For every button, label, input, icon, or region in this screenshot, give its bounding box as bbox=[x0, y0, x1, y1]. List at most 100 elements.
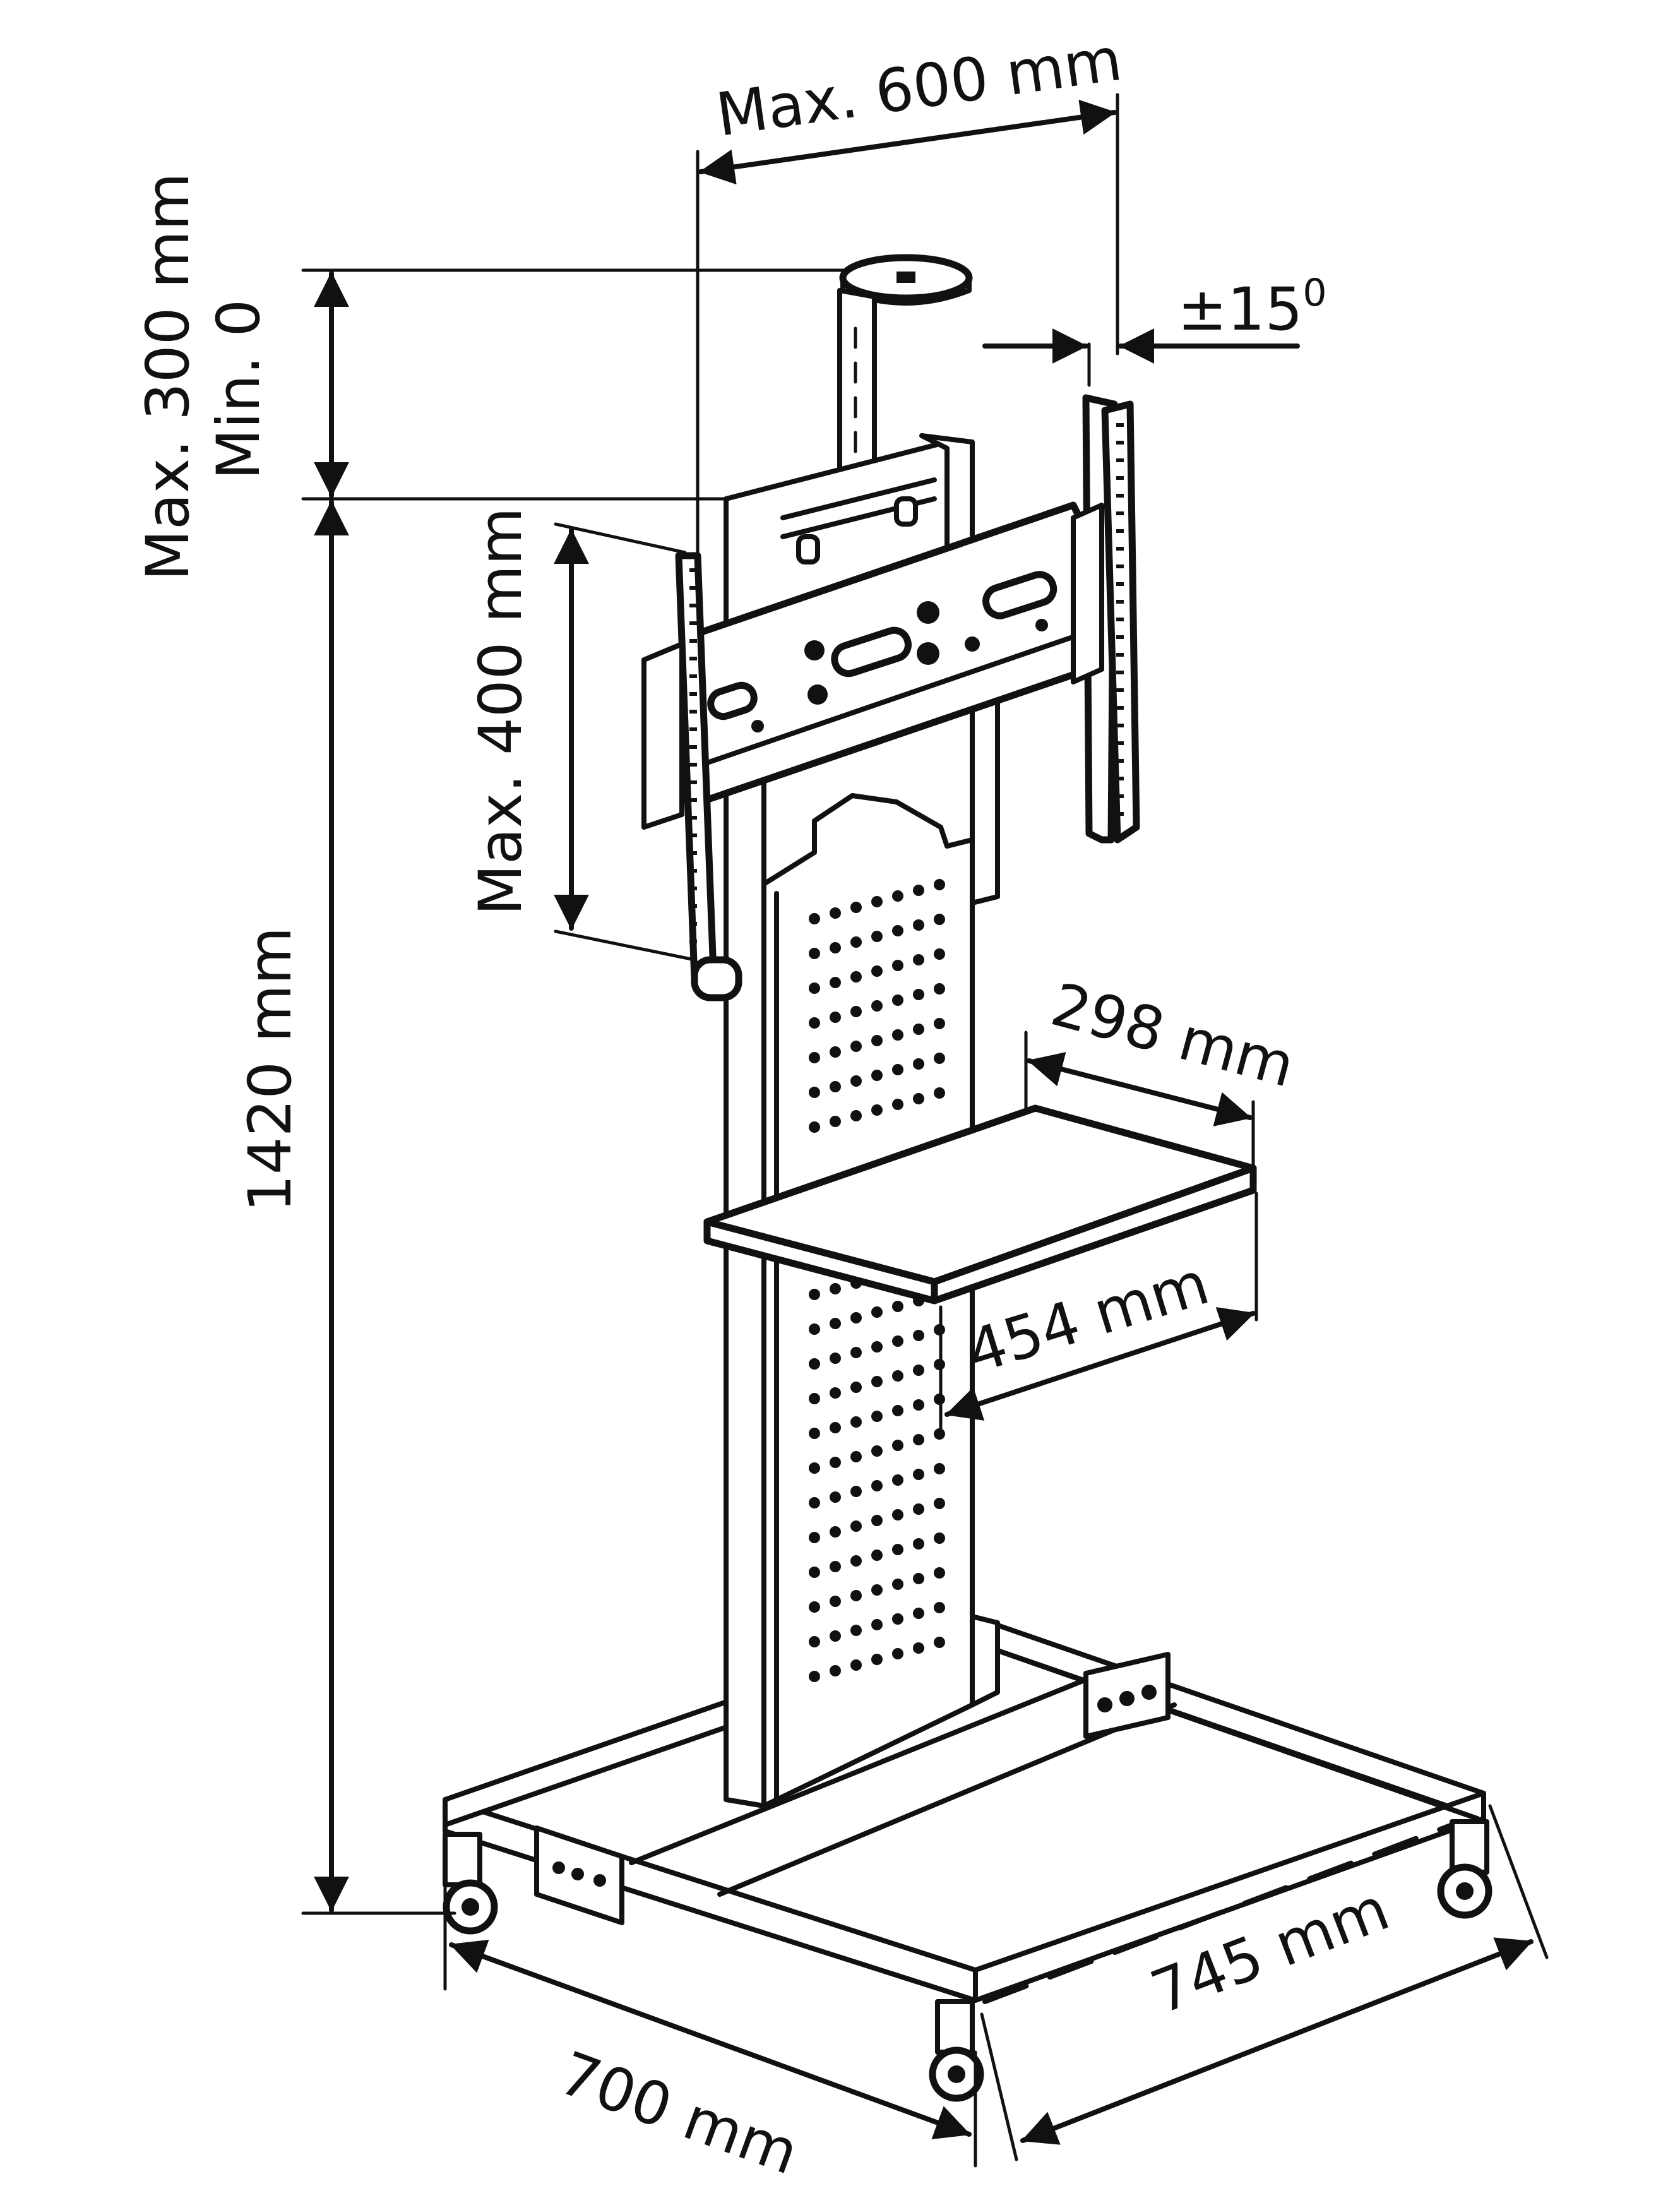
perforation-dot bbox=[892, 1474, 903, 1486]
perforation-dot bbox=[913, 1365, 924, 1376]
arm-tick bbox=[689, 904, 697, 908]
perforation-dot bbox=[892, 1099, 903, 1110]
arm-tick bbox=[689, 922, 697, 926]
arm-tick bbox=[1116, 458, 1124, 462]
perforation-dot bbox=[830, 907, 841, 919]
perforation-dot bbox=[830, 1561, 841, 1572]
perforation-dot bbox=[871, 1550, 883, 1561]
arm-tick bbox=[1116, 741, 1124, 745]
perforation-dot bbox=[892, 1579, 903, 1590]
arm-tick bbox=[1116, 476, 1124, 480]
perforation-dot bbox=[850, 1110, 862, 1121]
perforation-dot bbox=[934, 948, 945, 960]
perforation-dot bbox=[913, 1024, 924, 1035]
perforation-dot bbox=[892, 1613, 903, 1625]
perforation-dot bbox=[892, 1648, 903, 1659]
mount-head bbox=[641, 254, 1140, 1001]
perforation-dot bbox=[850, 936, 862, 948]
arm-tick bbox=[689, 940, 697, 943]
label-298: 298 mm bbox=[1044, 971, 1301, 1101]
perforation-dot bbox=[871, 1376, 883, 1387]
arm-tick bbox=[689, 780, 697, 784]
arm-tick bbox=[1116, 547, 1124, 551]
perforation-dot bbox=[934, 1463, 945, 1474]
perforation-dot bbox=[913, 885, 924, 896]
perforation-dot bbox=[913, 1093, 924, 1104]
arm-tick bbox=[689, 639, 697, 643]
perforation-dot bbox=[830, 1630, 841, 1642]
arm-tick bbox=[1116, 423, 1124, 427]
arm-tick bbox=[689, 568, 697, 572]
arm-tick bbox=[689, 692, 697, 696]
arm-tick bbox=[689, 833, 697, 837]
perforation-dot bbox=[934, 914, 945, 925]
perforation-dot bbox=[809, 1052, 820, 1063]
perforation-dot bbox=[830, 942, 841, 953]
perforation-dot bbox=[809, 1462, 820, 1474]
perforation-dot bbox=[809, 1289, 820, 1300]
label-max-400: Max. 400 mm bbox=[467, 507, 535, 916]
dimension-lines bbox=[301, 93, 1549, 2168]
perforation-dot bbox=[809, 1567, 820, 1578]
perforation-dot bbox=[934, 1567, 945, 1579]
perforation-dot bbox=[850, 1625, 862, 1636]
perforation-dot bbox=[850, 1555, 862, 1567]
perforation-dot bbox=[830, 1283, 841, 1294]
arm-tick bbox=[689, 798, 697, 802]
perforation-dot bbox=[809, 1017, 820, 1029]
arm-tick bbox=[1116, 777, 1124, 780]
perforation-dot bbox=[850, 1451, 862, 1462]
perforation-dot bbox=[871, 1035, 883, 1046]
perforation-dot bbox=[892, 994, 903, 1006]
perforation-dot bbox=[830, 977, 841, 988]
label-min-0: Min. 0 bbox=[205, 299, 273, 480]
perforation-dot bbox=[809, 1532, 820, 1543]
perforation-dot bbox=[830, 1526, 841, 1538]
arm-tick bbox=[689, 745, 697, 749]
perforation-dot bbox=[850, 971, 862, 983]
arm-tick bbox=[1116, 582, 1124, 586]
perforation-dot bbox=[809, 1601, 820, 1613]
perforation-dot bbox=[850, 1520, 862, 1532]
perforation-dot bbox=[871, 1480, 883, 1491]
perforation-dot bbox=[913, 1058, 924, 1070]
caster-front-left bbox=[443, 1832, 498, 1935]
arm-tick bbox=[689, 763, 697, 767]
right-arm-ticks bbox=[1116, 423, 1124, 816]
arm-tick bbox=[689, 816, 697, 820]
perforation-dot bbox=[809, 983, 820, 994]
arm-tick bbox=[1116, 618, 1124, 621]
perforation-dot bbox=[830, 1596, 841, 1607]
perforation-dot bbox=[809, 1497, 820, 1508]
label-tilt: ±150 bbox=[1177, 271, 1327, 344]
perforation-dot bbox=[892, 1301, 903, 1312]
label-1420: 1420 mm bbox=[236, 927, 305, 1212]
label-max-300: Max. 300 mm bbox=[134, 172, 203, 581]
arm-tick bbox=[1116, 706, 1124, 710]
perforation-dot bbox=[850, 1041, 862, 1052]
perforation-dot bbox=[809, 1358, 820, 1370]
arm-tick bbox=[1116, 671, 1124, 674]
perforation-dot bbox=[913, 1399, 924, 1411]
perforation-dot bbox=[871, 1306, 883, 1318]
perforation-dot bbox=[934, 879, 945, 890]
perforation-dot bbox=[850, 1382, 862, 1393]
perforation-dot bbox=[913, 1642, 924, 1654]
perforation-dot bbox=[809, 1671, 820, 1682]
shelf bbox=[703, 1104, 1257, 1305]
perforation-dot bbox=[892, 1440, 903, 1451]
arm-tick bbox=[1116, 529, 1124, 533]
perforation-dot bbox=[809, 1636, 820, 1647]
arm-tick bbox=[1116, 653, 1124, 657]
label-tilt-degree: 0 bbox=[1302, 271, 1326, 315]
arm-tick bbox=[1116, 794, 1124, 798]
arm-tick bbox=[1116, 441, 1124, 445]
perforation-dot bbox=[850, 1006, 862, 1017]
arm-tick bbox=[1116, 511, 1124, 515]
perforation-dot bbox=[871, 965, 883, 977]
perforation-dot bbox=[871, 1104, 883, 1116]
perforation-dot bbox=[913, 954, 924, 965]
perforation-dot bbox=[892, 960, 903, 971]
perforation-dot bbox=[830, 1387, 841, 1399]
